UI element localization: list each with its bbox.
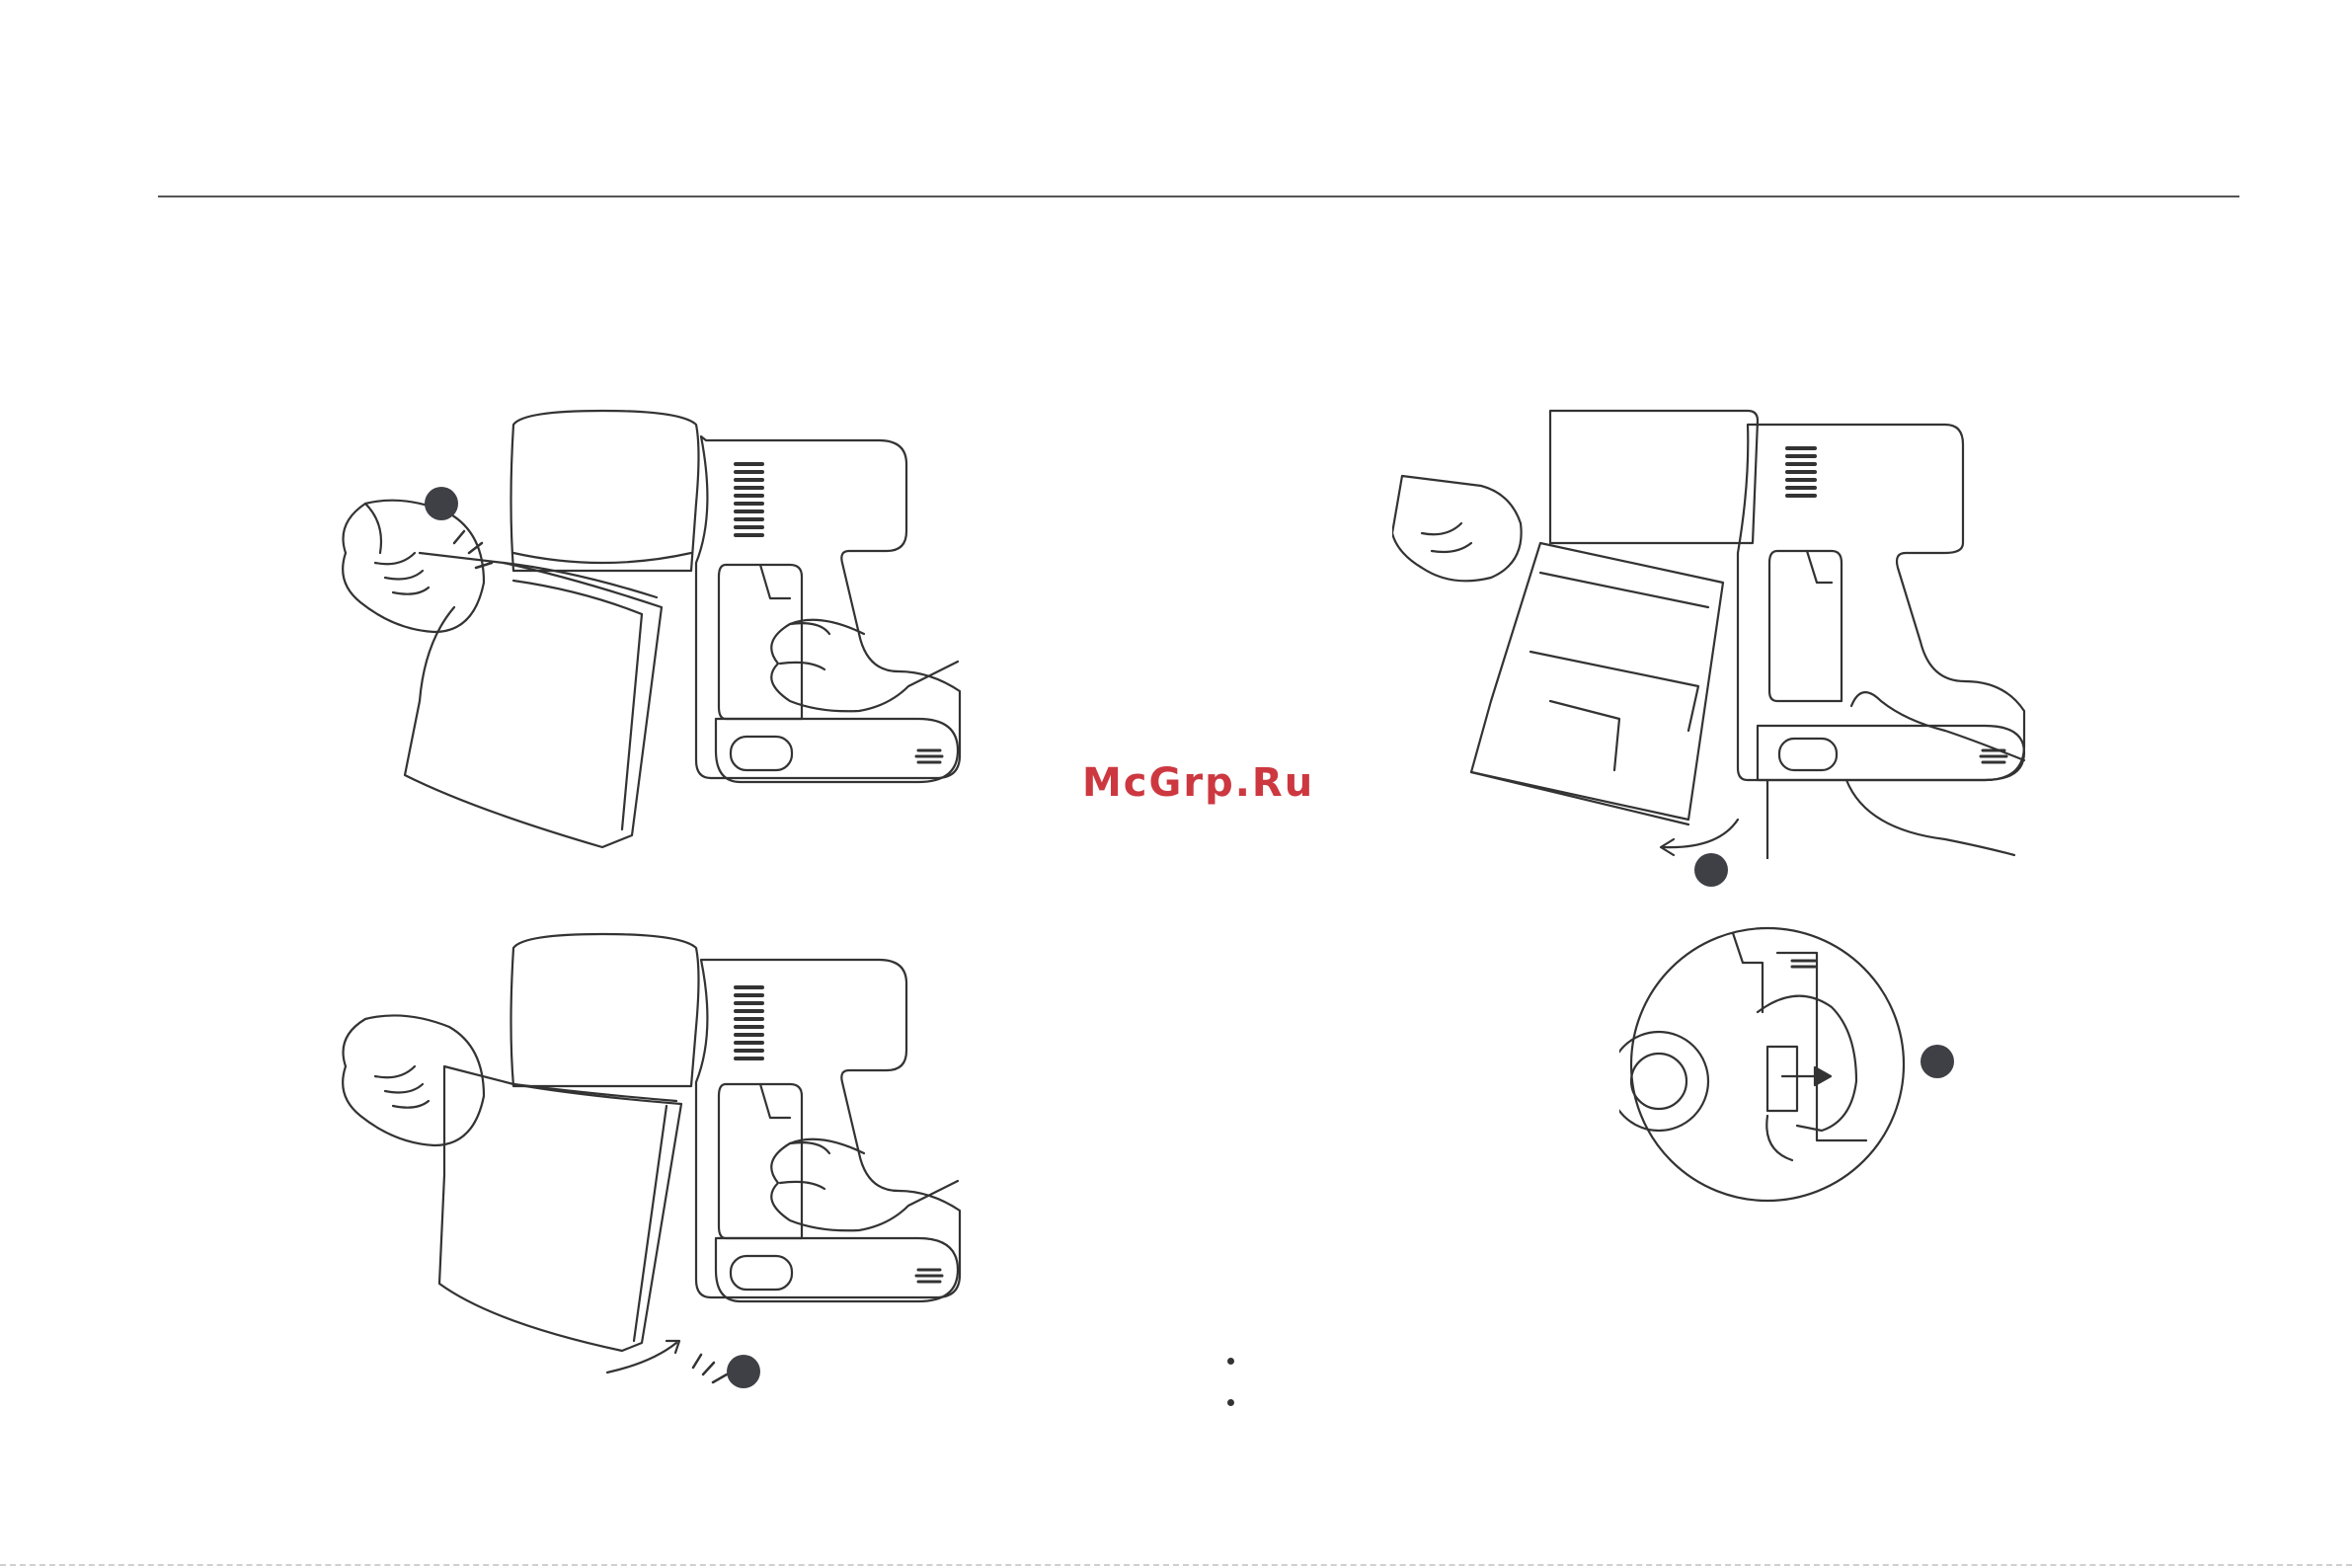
step-badge-3	[1694, 853, 1728, 887]
figure-open-bin-lid	[1392, 405, 2044, 859]
header-divider	[158, 196, 2239, 197]
figure-remove-dust-bin	[326, 405, 997, 879]
step-badge-2	[727, 1355, 760, 1388]
page-bottom-edge	[0, 1564, 2352, 1566]
figure-install-dust-bin	[326, 928, 997, 1402]
watermark-text: McGrp.Ru	[1082, 760, 1314, 806]
bullet-point	[1227, 1358, 1234, 1365]
figure-latch-detail	[1619, 923, 1916, 1210]
step-badge-4	[1921, 1045, 1954, 1078]
bullet-point	[1227, 1399, 1234, 1406]
step-badge-1	[425, 487, 458, 520]
